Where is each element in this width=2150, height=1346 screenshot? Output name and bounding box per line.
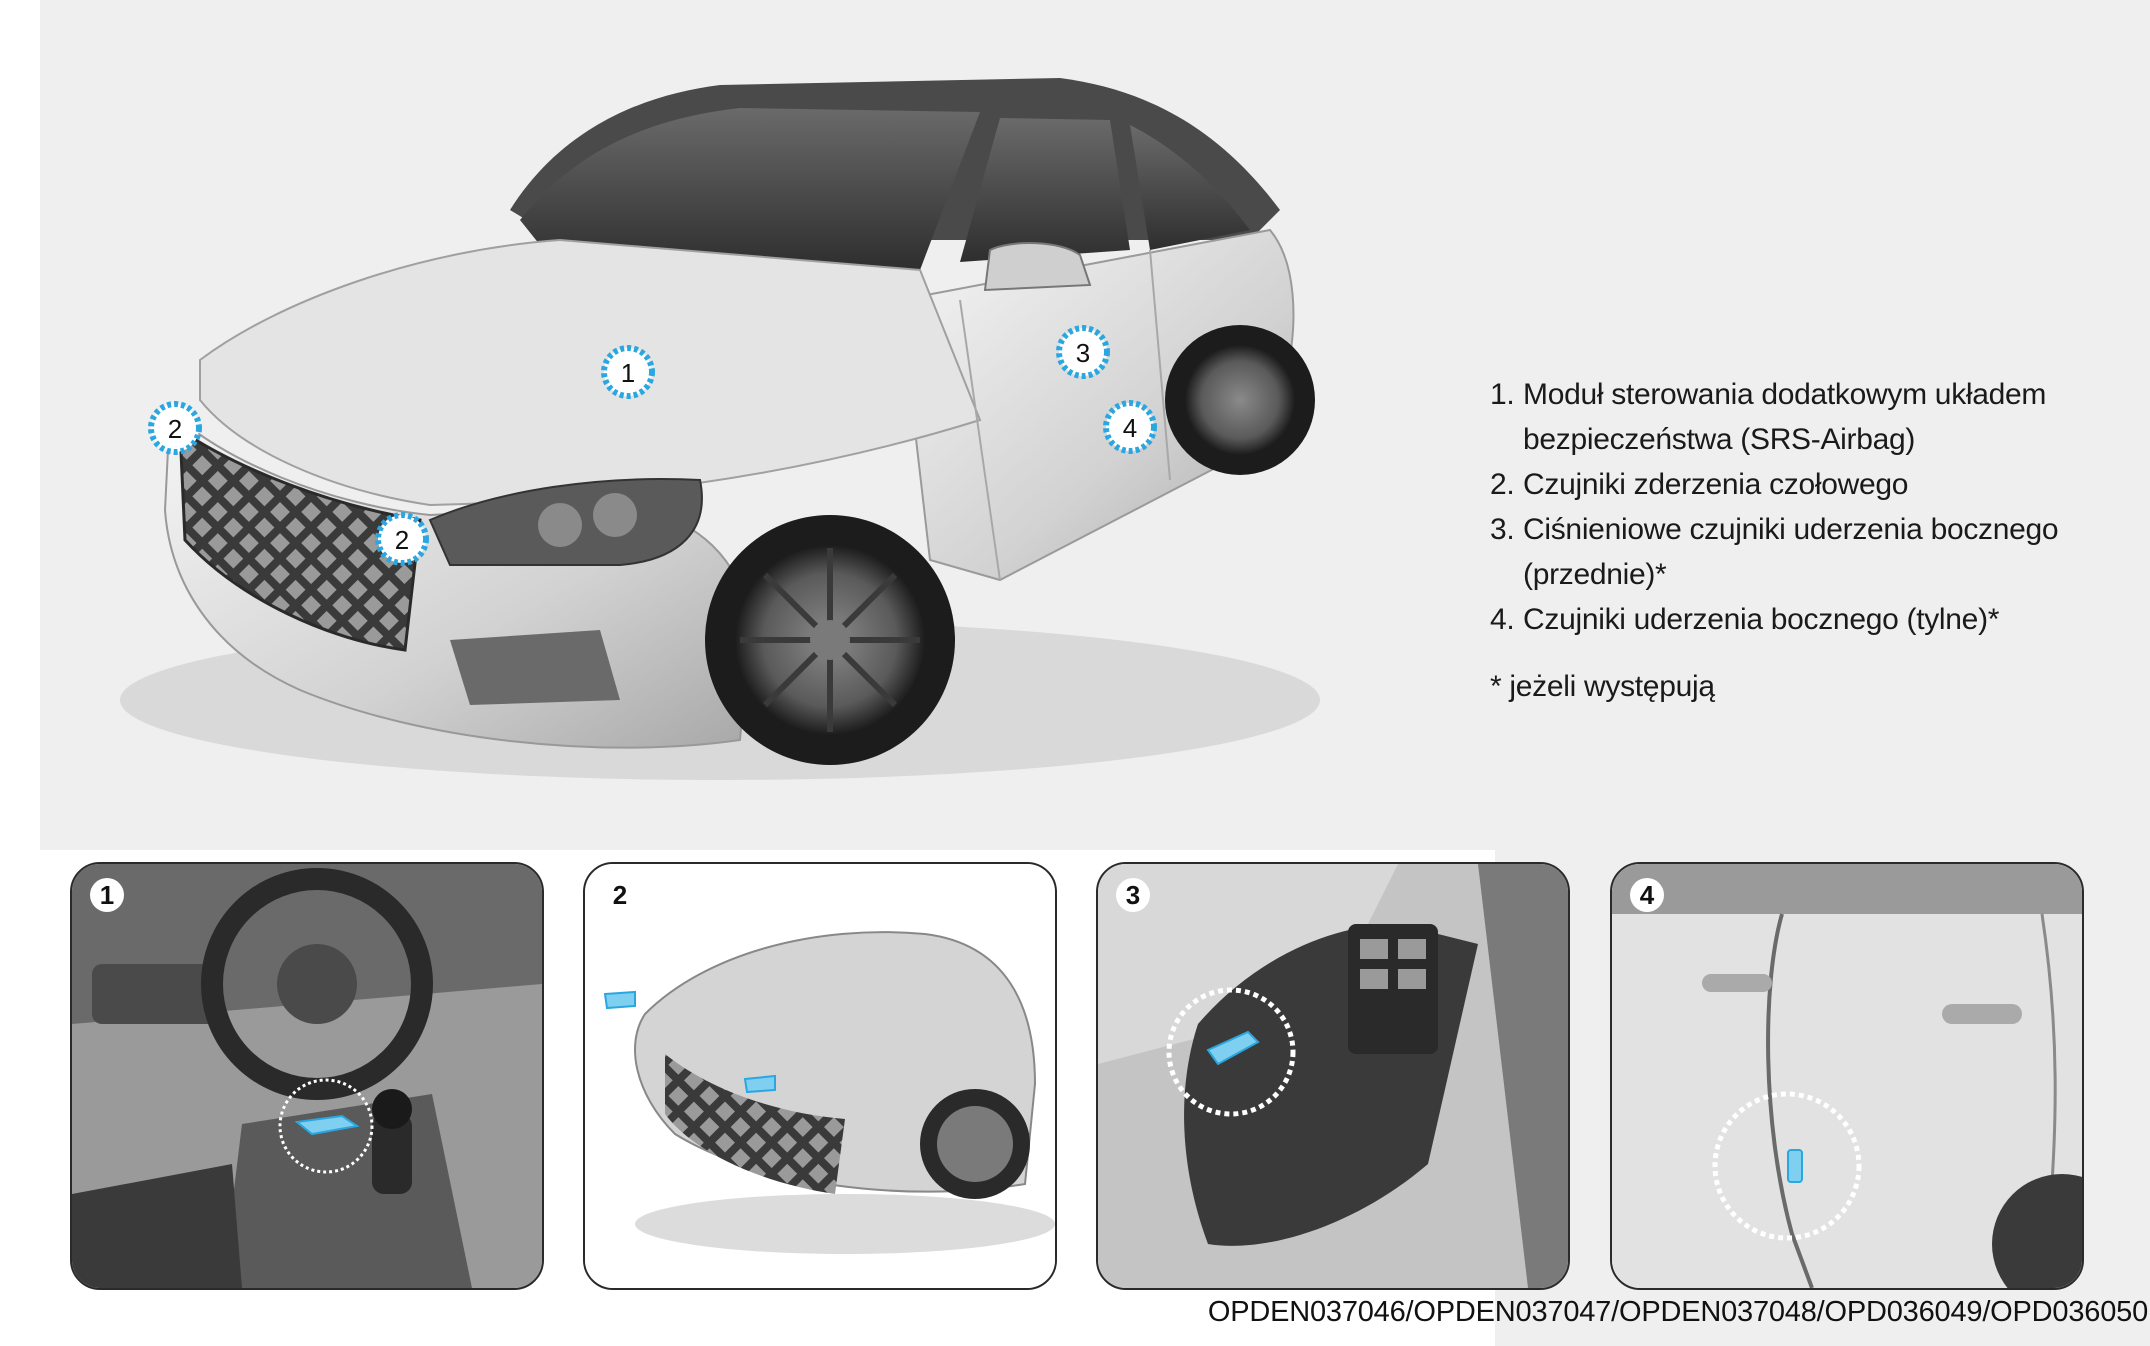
legend-item-text: Czujniki uderzenia bocznego (tylne)*	[1523, 603, 2000, 636]
marker-2-left: 2	[148, 401, 202, 455]
sensor-highlight-ring	[1712, 1091, 1862, 1241]
srs-module-icon	[294, 1114, 360, 1136]
thumbnail-4-rear-door: 4	[1610, 862, 2084, 1290]
marker-4: 4	[1103, 400, 1157, 454]
legend-list: 1. Moduł sterowania dodatkowym układem b…	[1490, 372, 2090, 642]
sensor-highlight-ring	[1166, 987, 1296, 1117]
front-sensors-illustration	[585, 864, 1055, 1288]
document-code: OPDEN037046/OPDEN037047/OPDEN037048/OPD0…	[1207, 1296, 2148, 1328]
interior-illustration	[72, 864, 542, 1288]
sensor-highlight-ring	[278, 1078, 374, 1174]
legend-item-text: Czujniki zderzenia czołowego	[1523, 468, 1909, 501]
side-impact-sensor-icon	[1787, 1149, 1803, 1183]
thumbnail-1-interior: 1	[70, 862, 544, 1290]
legend-item-4: 4. Czujniki uderzenia bocznego (tylne)*	[1490, 597, 2090, 642]
legend-item-2: 2. Czujniki zderzenia czołowego	[1490, 462, 2090, 507]
marker-2a-label: 2	[168, 414, 182, 444]
legend-item-number: 2.	[1490, 468, 1515, 501]
marker-1-label: 1	[621, 358, 635, 388]
marker-1: 1	[601, 345, 655, 399]
marker-2-right: 2	[375, 512, 429, 566]
legend-item-text: Moduł sterowania dodatkowym układem bezp…	[1523, 378, 2047, 456]
pressure-sensor-icon	[1206, 1030, 1260, 1066]
front-sensor-left-icon	[603, 990, 636, 1010]
marker-layer: 1 2 2 3 4	[148, 325, 1157, 566]
legend-item-number: 3.	[1490, 513, 1515, 546]
rear-door-sensor-illustration	[1612, 864, 2082, 1288]
marker-3-label: 3	[1076, 338, 1090, 368]
marker-3: 3	[1056, 325, 1110, 379]
legend: 1. Moduł sterowania dodatkowym układem b…	[1490, 372, 2090, 709]
legend-item-1: 1. Moduł sterowania dodatkowym układem b…	[1490, 372, 2090, 462]
legend-item-number: 4.	[1490, 603, 1515, 636]
thumbnail-badge: 2	[603, 878, 637, 912]
legend-footnote: * jeżeli występują	[1490, 670, 1715, 703]
thumbnail-2-front: 2	[583, 862, 1057, 1290]
legend-item-text: Ciśnieniowe czujniki uderzenia bocznego …	[1523, 513, 2059, 591]
thumbnail-badge: 3	[1116, 878, 1150, 912]
marker-4-label: 4	[1123, 413, 1137, 443]
front-door-sensor-illustration	[1098, 864, 1568, 1288]
car-illustration	[120, 78, 1320, 780]
marker-2b-label: 2	[395, 525, 409, 555]
thumbnail-badge: 4	[1630, 878, 1664, 912]
front-sensor-right-icon	[743, 1074, 776, 1094]
legend-item-number: 1.	[1490, 378, 1515, 411]
legend-item-3: 3. Ciśnieniowe czujniki uderzenia boczne…	[1490, 507, 2090, 597]
thumbnail-badge: 1	[90, 878, 124, 912]
thumbnail-3-door: 3	[1096, 862, 1570, 1290]
